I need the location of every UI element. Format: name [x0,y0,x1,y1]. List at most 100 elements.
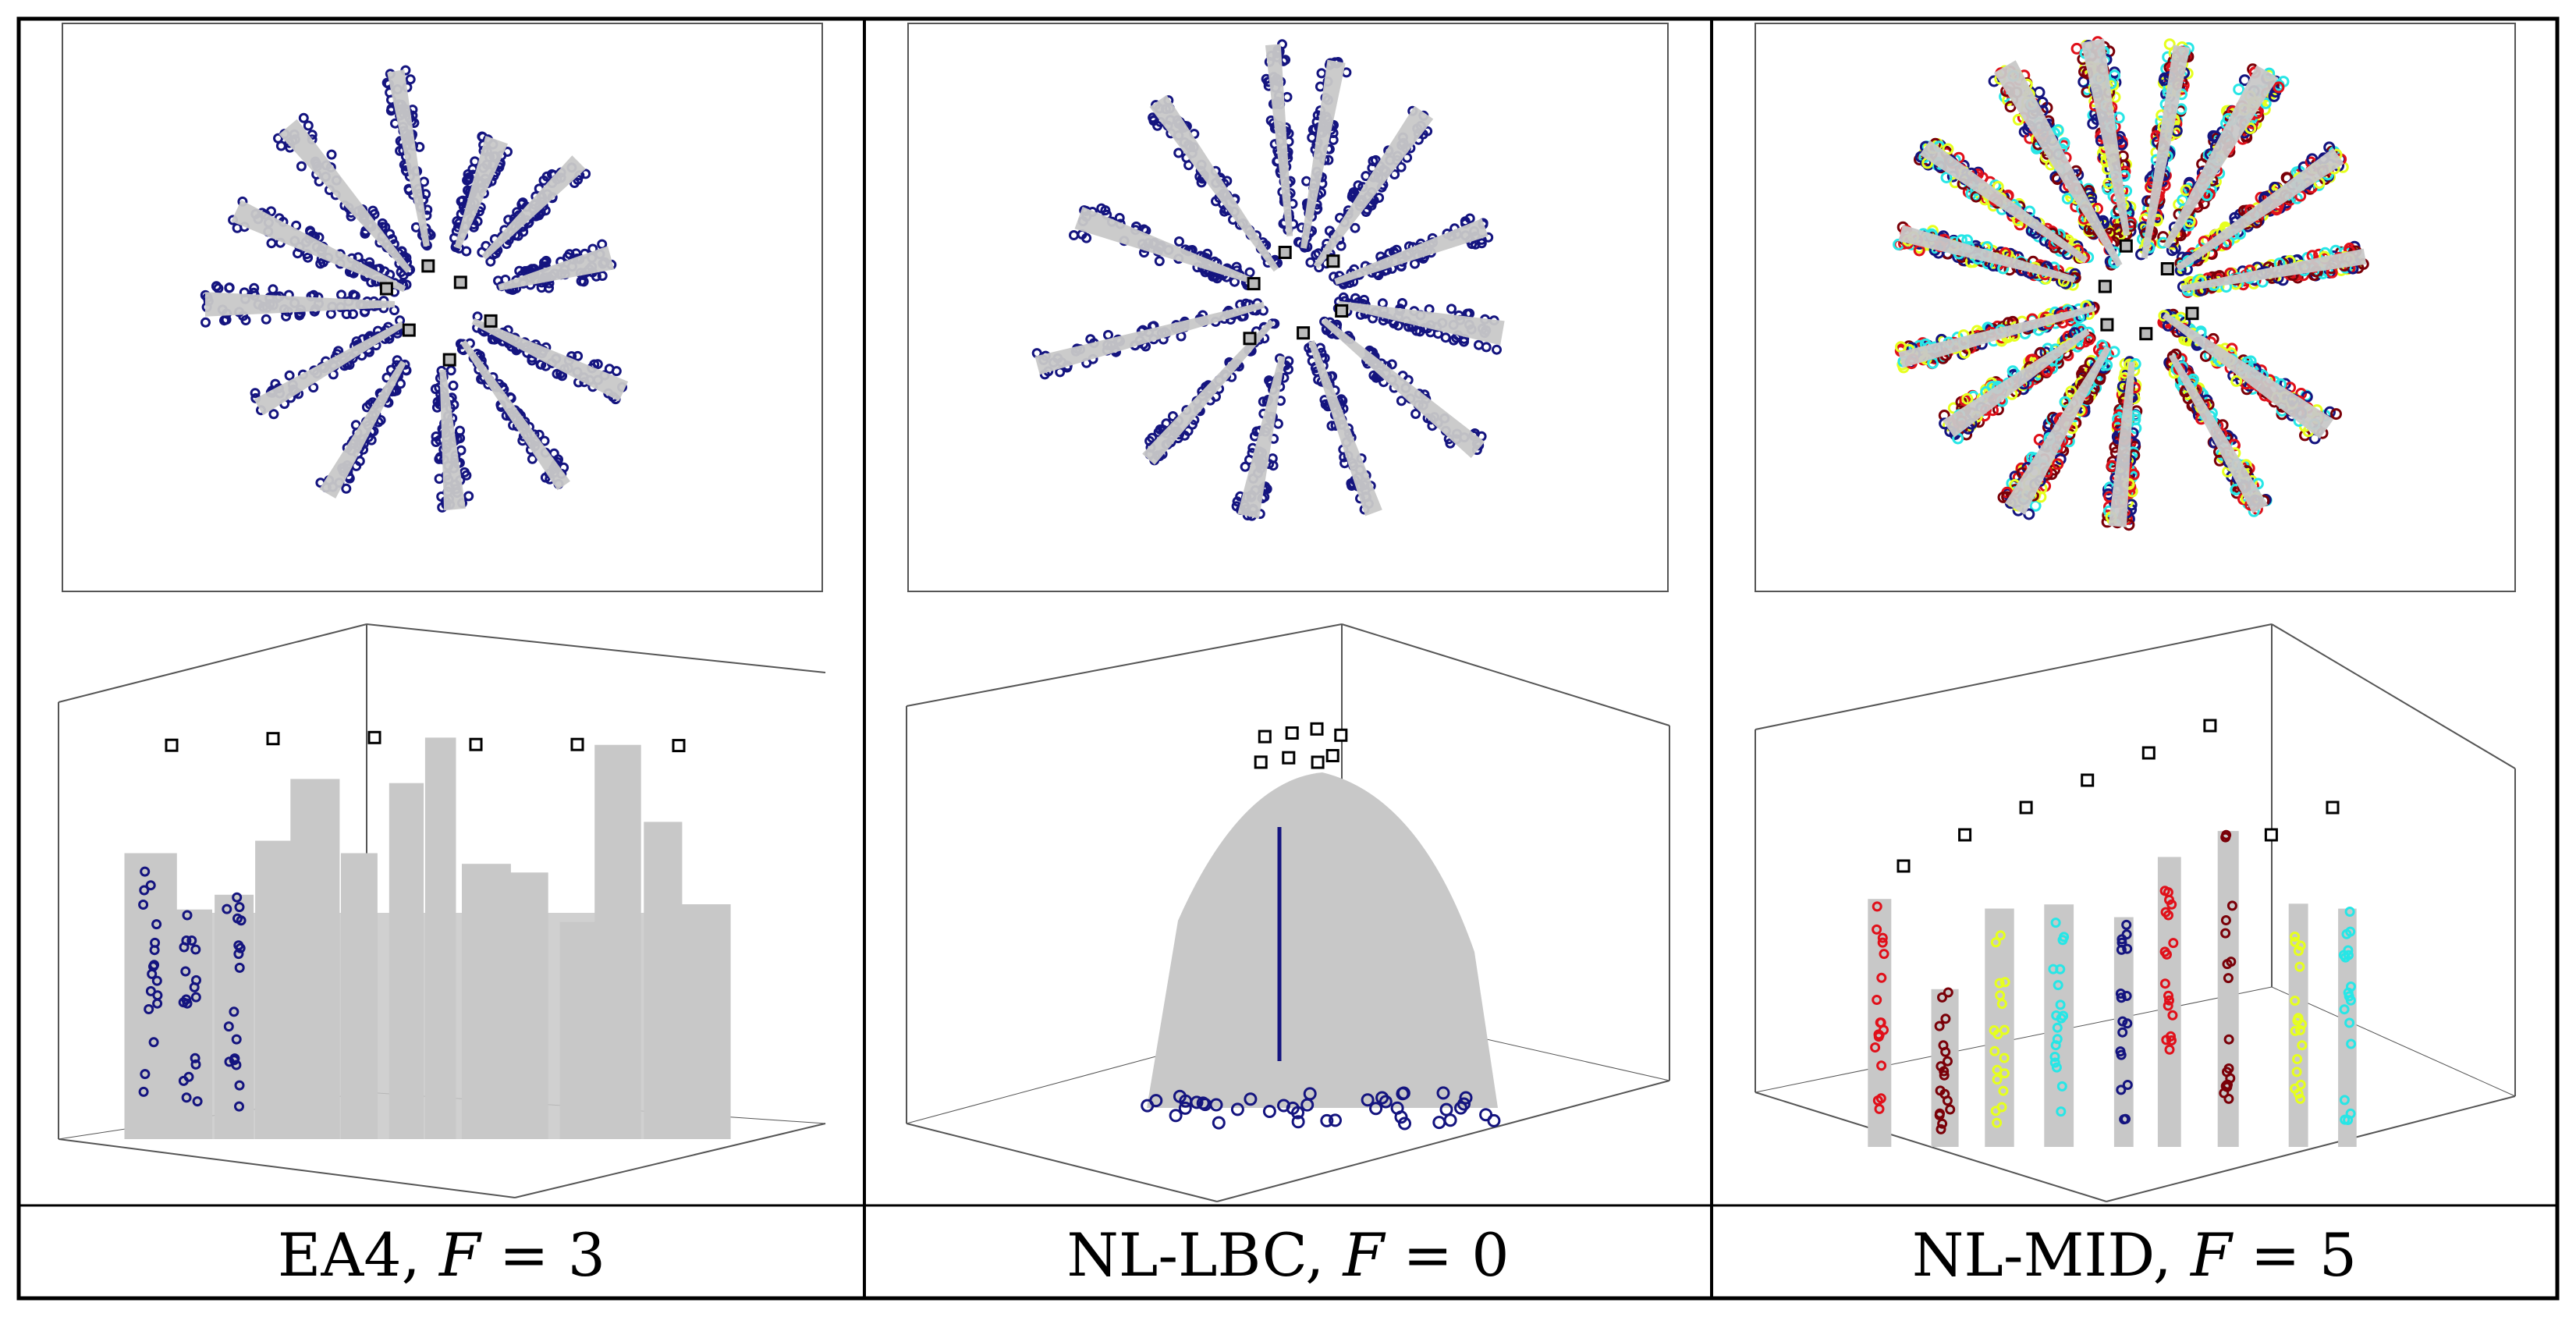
scatter-tower [505,872,548,1139]
scatter-point [503,215,514,225]
scatter-tower [424,737,456,1139]
scatter-point [1961,392,1974,405]
scatter-point [298,112,309,123]
scatter-point [578,276,589,287]
scatter-arm [200,281,399,328]
scatter-point [1183,160,1194,171]
scatter-point [1989,1045,2000,1056]
scatter-point [1350,222,1361,233]
scatter-arm-core [1898,225,2076,283]
scatter-point [1940,172,1953,183]
scatter-point [2223,1034,2234,1045]
scatter-point [1183,425,1194,436]
scatter-point [1307,132,1318,143]
center-marker [1247,277,1261,291]
scatter-point [348,309,358,319]
scatter-arm-core [205,292,396,317]
scatter-point [1262,1105,1276,1118]
scatter-point [2160,907,2171,918]
scatter-point [2061,193,2074,205]
scatter-point [1999,1068,2010,1079]
scatter-arm [2070,36,2138,243]
top-marker [1258,729,1272,744]
scatter-point [1326,421,1337,431]
scatter-point [456,196,467,207]
scatter-point [1943,987,1953,998]
scatter-point [303,252,314,263]
scatter-point [2290,932,2301,942]
scatter-point [2120,1113,2131,1124]
scatter-point [1286,1101,1300,1115]
scatter-arm-core [1313,105,1434,268]
scatter-point [190,1059,201,1070]
scatter-point [580,169,591,179]
scatter-point [261,314,271,325]
scatter-point [219,315,229,326]
scatter-point [538,175,549,186]
scatter-point [2290,936,2301,947]
scatter-arm-core [1321,318,1485,459]
scatter-point [1999,1053,2010,1063]
scatter-point [341,483,352,494]
scatter-point [1329,1113,1342,1127]
center-marker [402,323,416,337]
scatter-tower [255,840,297,1139]
scatter-point [1370,154,1381,165]
scatter-point [2049,1052,2060,1062]
scatter-point [2117,1016,2128,1027]
scatter-point [2226,957,2237,967]
scatter-point [2096,339,2108,352]
scatter-point [1375,1091,1389,1105]
scatter-point [145,880,156,891]
scatter-arm-core [1919,140,2088,264]
scatter-point [1996,1102,2007,1113]
scatter-point [2297,1019,2307,1030]
scatter-point [2340,1114,2351,1125]
scatter-tower [462,864,511,1139]
scatter-point [2290,1025,2301,1036]
scatter-point [305,225,315,236]
scatter-point [536,282,547,293]
scatter-arm-core [279,119,412,273]
scatter-point [190,992,201,1003]
scatter-arm [1938,323,2096,445]
scatter-point [472,216,483,227]
scatter-point [2291,1067,2302,1077]
scatter-point [573,350,584,361]
scatter-point [2166,1035,2177,1045]
scatter-point [229,1053,240,1064]
caption-separator: , [2153,1220,2191,1290]
scatter-point [2056,1013,2067,1024]
scatter-point [1476,238,1487,249]
scatter-point [2121,929,2132,940]
top-marker [1282,751,1296,765]
scatter-point [2292,1054,2303,1064]
center-marker [2185,307,2199,321]
scatter-point [1100,205,1111,216]
scatter-point [405,74,416,85]
scatter-point [138,900,149,910]
scatter-point [611,366,622,377]
scatter-point [2094,373,2106,385]
scatter-point [396,378,406,389]
scatter-arm [1319,316,1487,459]
scatter-arm [430,365,474,513]
scatter-point [536,359,547,370]
scatter-point [2050,918,2061,928]
scatter-point [190,944,201,955]
scatter-point [1989,1025,1999,1035]
scatter-point [181,935,192,946]
scatter-point [2049,1057,2060,1068]
scatter-point [353,252,364,263]
scatter-point [1879,949,1889,960]
scatter-point [1872,995,1882,1005]
scatter-point [229,1006,240,1017]
scatter-arm [1988,60,2123,271]
scatter-point [1870,1042,1881,1053]
scatter-point [1305,257,1316,268]
center-marker [1297,326,1311,340]
scatter-arm [1329,213,1494,289]
scatter-point [2164,995,2174,1006]
scatter-point [2163,38,2176,51]
scatter-point [1936,1061,1946,1072]
